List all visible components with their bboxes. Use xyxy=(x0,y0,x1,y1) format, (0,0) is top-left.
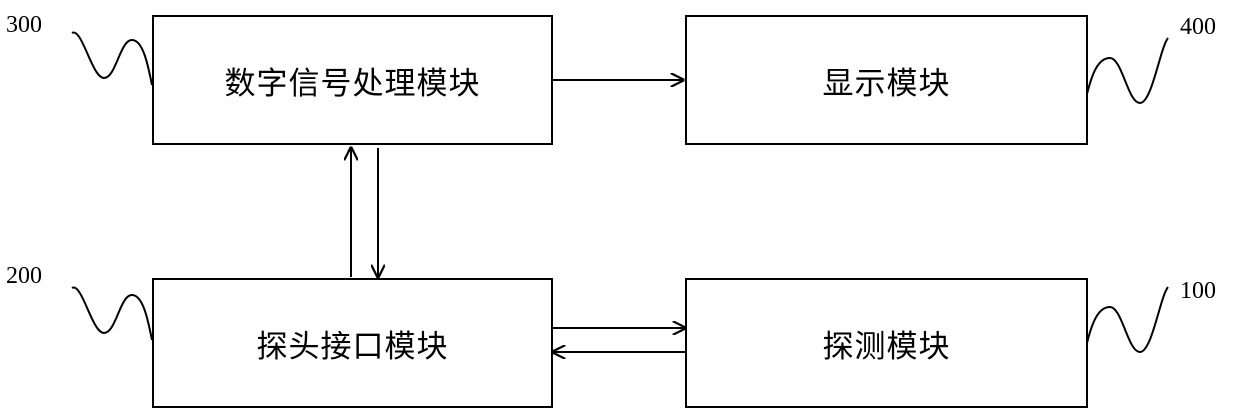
ref-leader-300 xyxy=(72,33,152,85)
ref-number-300: 300 xyxy=(6,12,42,39)
dsp-module-label: 数字信号处理模块 xyxy=(225,58,481,103)
ref-leader-400 xyxy=(1087,38,1168,103)
probe-interface-module-block: 探头接口模块 xyxy=(152,278,553,408)
detection-module-block: 探测模块 xyxy=(685,278,1088,408)
display-module-block: 显示模块 xyxy=(685,15,1088,145)
dsp-module-block: 数字信号处理模块 xyxy=(152,15,553,145)
detection-module-label: 探测模块 xyxy=(823,321,951,366)
display-module-label: 显示模块 xyxy=(823,58,951,103)
ref-leader-100 xyxy=(1087,287,1168,352)
ref-leader-200 xyxy=(72,288,152,340)
ref-number-200: 200 xyxy=(6,263,42,290)
ref-number-100: 100 xyxy=(1180,278,1216,305)
ref-number-400: 400 xyxy=(1180,14,1216,41)
probe-interface-module-label: 探头接口模块 xyxy=(257,321,449,366)
